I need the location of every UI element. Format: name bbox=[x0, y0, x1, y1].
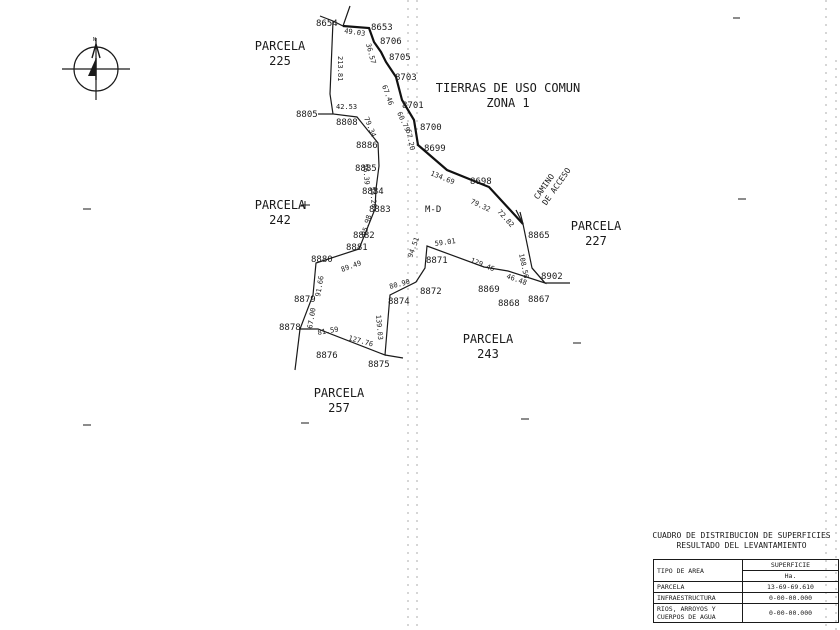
vertex-label: 8700 bbox=[420, 123, 442, 133]
distance-label: 67.00 bbox=[306, 307, 318, 329]
vertex-label: 8808 bbox=[336, 118, 358, 128]
vertex-label: 8654 bbox=[316, 19, 338, 29]
table-row: INFRAESTRUCTURA 0-00-00.000 bbox=[653, 592, 839, 604]
road-label: CAMINO DE ACCESO bbox=[532, 166, 573, 207]
scan-artifacts bbox=[407, 0, 837, 630]
vertex-label: 8703 bbox=[395, 73, 417, 83]
row-superficie: 0-00-00.000 bbox=[742, 592, 839, 604]
vertex-label: 8881 bbox=[346, 243, 368, 253]
vertex-label: 8875 bbox=[368, 360, 390, 370]
grid-ticks bbox=[83, 17, 746, 426]
header-superficie: SUPERFICIE bbox=[742, 559, 839, 571]
distance-label: 213.81 bbox=[336, 56, 344, 81]
parcela-225-number: 225 bbox=[269, 54, 291, 68]
row-tipo: RIOS, ARROYOS Y CUERPOS DE AGUA bbox=[653, 603, 743, 623]
area-labels: PARCELA 225 PARCELA 242 PARCELA 227 PARC… bbox=[255, 39, 622, 415]
vertex-labels: 8654 8653 8706 8705 8703 8701 8700 8699 … bbox=[279, 19, 563, 370]
table-row: RIOS, ARROYOS Y CUERPOS DE AGUA 0-00-00.… bbox=[653, 603, 839, 623]
vertex-label: 8699 bbox=[424, 144, 446, 154]
parcela-225-label: PARCELA bbox=[255, 39, 306, 53]
parcela-243-label: PARCELA bbox=[463, 332, 514, 346]
vertex-label: 8876 bbox=[316, 351, 338, 361]
vertex-label: 8805 bbox=[296, 110, 318, 120]
vertex-label: 8883 bbox=[369, 205, 391, 215]
svg-text:N: N bbox=[93, 37, 96, 43]
distance-labels: 49.03 36.57 67.46 60.79 57.20 134.69 79.… bbox=[306, 27, 530, 348]
parcela-257-number: 257 bbox=[328, 401, 350, 415]
vertex-label: 8880 bbox=[311, 255, 333, 265]
table-header-row: TIPO DE AREA SUPERFICIE bbox=[653, 559, 839, 582]
distance-label: 129.46 bbox=[469, 256, 495, 273]
vertex-label: 8706 bbox=[380, 37, 402, 47]
parcela-257-label: PARCELA bbox=[314, 386, 365, 400]
vertex-label: 8884 bbox=[362, 187, 384, 197]
vertex-label: 8879 bbox=[294, 295, 316, 305]
vertex-label: 8872 bbox=[420, 287, 442, 297]
vertex-label: 8865 bbox=[528, 231, 550, 241]
row-superficie: 0-00-00.000 bbox=[742, 603, 839, 623]
row-tipo: INFRAESTRUCTURA bbox=[653, 592, 743, 604]
vertex-label: 8871 bbox=[426, 256, 448, 266]
table-subtitle: RESULTADO DEL LEVANTAMIENTO bbox=[676, 541, 807, 550]
distance-label: 91.66 bbox=[314, 275, 326, 297]
parcela-243-number: 243 bbox=[477, 347, 499, 361]
zone-code-label: M-D bbox=[425, 205, 441, 215]
surface-distribution-table: CUADRO DE DISTRIBUCION DE SUPERFICIES RE… bbox=[643, 531, 840, 630]
zona-1-label: ZONA 1 bbox=[486, 96, 529, 110]
parcela-227-number: 227 bbox=[585, 234, 607, 248]
header-tipo: TIPO DE AREA bbox=[653, 559, 743, 582]
distance-label: 36.57 bbox=[364, 42, 377, 64]
row-superficie: 13-69-69.610 bbox=[742, 581, 839, 593]
distance-label: 81.59 bbox=[317, 325, 339, 337]
vertex-label: 8705 bbox=[389, 53, 411, 63]
vertex-label: 8874 bbox=[388, 297, 410, 307]
north-arrow-icon: N bbox=[62, 37, 130, 100]
header-unit: Ha. bbox=[742, 570, 839, 582]
surface-table: TIPO DE AREA SUPERFICIE Ha. PARCELA 13-6… bbox=[653, 559, 839, 623]
distance-label: 42.53 bbox=[336, 103, 357, 111]
vertex-label: 8886 bbox=[356, 141, 378, 151]
distance-label: 49.03 bbox=[344, 27, 366, 38]
distance-label: 127.76 bbox=[347, 334, 374, 348]
table-row: PARCELA 13-69-69.610 bbox=[653, 581, 839, 593]
distance-label: 80.90 bbox=[388, 278, 410, 291]
vertex-label: 8653 bbox=[371, 23, 393, 33]
distance-label: 89.49 bbox=[340, 259, 363, 274]
distance-label: 79.32 bbox=[469, 198, 491, 214]
tierras-uso-comun-label: TIERRAS DE USO COMUN bbox=[436, 81, 581, 95]
vertex-label: 8869 bbox=[478, 285, 500, 295]
distance-label: 54.20 bbox=[368, 186, 378, 208]
common-land-boundary bbox=[342, 24, 524, 225]
distance-label: 56.39 bbox=[361, 163, 371, 185]
row-tipo: PARCELA bbox=[653, 581, 743, 593]
parcela-242-label: PARCELA bbox=[255, 198, 306, 212]
vertex-label: 8878 bbox=[279, 323, 301, 333]
vertex-label: 8868 bbox=[498, 299, 520, 309]
distance-label: 57.20 bbox=[404, 129, 416, 151]
distance-label: 59.01 bbox=[434, 237, 456, 248]
vertex-label: 8885 bbox=[355, 164, 377, 174]
distance-label: 94.51 bbox=[406, 236, 421, 259]
distance-label: 67.46 bbox=[380, 84, 395, 107]
parcela-242-number: 242 bbox=[269, 213, 291, 227]
distance-label: 139.03 bbox=[374, 314, 384, 340]
vertex-label: 8902 bbox=[541, 272, 563, 282]
vertex-label: 8698 bbox=[470, 177, 492, 187]
vertex-label: 8701 bbox=[402, 101, 424, 111]
vertex-label: 8882 bbox=[353, 231, 375, 241]
table-title: CUADRO DE DISTRIBUCION DE SUPERFICIES bbox=[652, 531, 831, 540]
parcela-227-label: PARCELA bbox=[571, 219, 622, 233]
adjacent-boundaries bbox=[294, 5, 570, 371]
vertex-label: 8867 bbox=[528, 295, 550, 305]
